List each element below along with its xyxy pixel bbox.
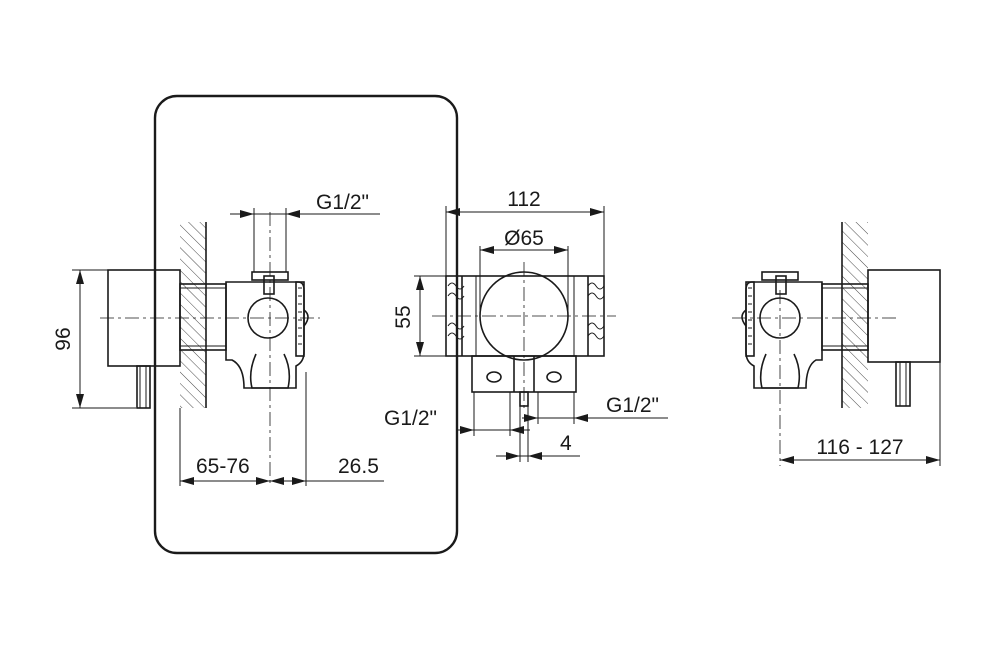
side-view-right: 116 - 127 <box>732 222 941 466</box>
dimension-label-65-76: 65-76 <box>196 455 250 478</box>
dimension-label-116-127: 116 - 127 <box>816 436 903 459</box>
dimension-label-g12-top: G1/2" <box>316 191 369 214</box>
wall-hatch <box>180 222 206 408</box>
wall-hatch-right <box>842 222 868 408</box>
dimension-label-55: 55 <box>392 305 415 328</box>
dimension-label-26-5: 26.5 <box>338 455 379 478</box>
valve-body <box>225 281 305 389</box>
wall-plate-outline <box>153 94 459 555</box>
valve-body-right <box>745 281 823 389</box>
dimension-label-112: 112 <box>507 188 540 211</box>
lever-stem <box>136 365 151 409</box>
handle-body-right <box>867 269 941 363</box>
dimension-label-g12-left: G1/2" <box>384 407 437 430</box>
dimension-label-96: 96 <box>52 327 75 350</box>
dimension-label-g12-right: G1/2" <box>606 394 659 417</box>
dimension-label-d65: Ø65 <box>504 227 544 250</box>
frame-slots-right <box>587 282 605 340</box>
side-view-left: 96 G1/2" 65-76 26.5 <box>52 94 459 555</box>
frame-slots-left <box>447 282 465 340</box>
dimension-label-4: 4 <box>560 432 572 455</box>
front-view-center: 112 Ø65 55 G1/2" G1/2" 4 <box>384 188 668 462</box>
